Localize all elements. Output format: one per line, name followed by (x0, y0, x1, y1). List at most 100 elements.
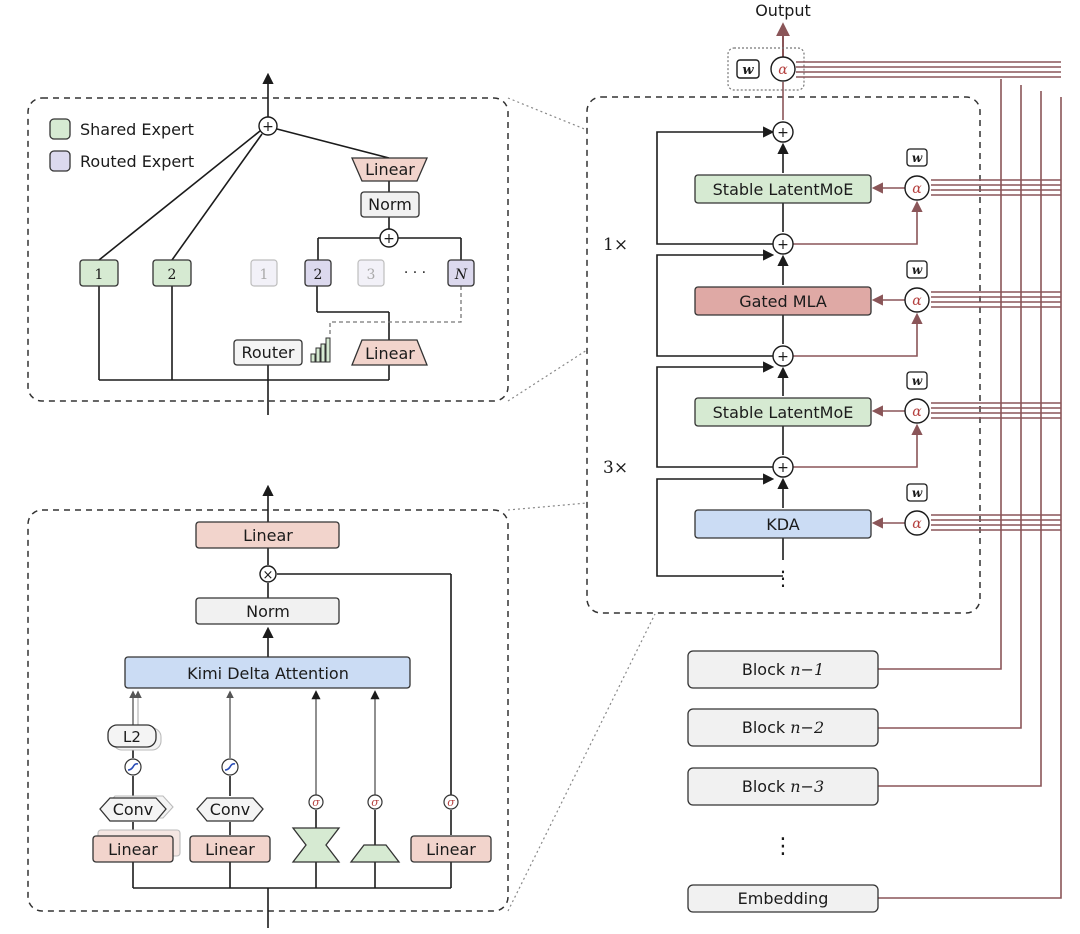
zoom-line (507, 613, 656, 912)
block-n-minus-3 (687, 767, 879, 806)
routed-expert-3-label: 3 (367, 267, 376, 283)
final-w-box (736, 59, 760, 79)
block-n-minus-1-label: Block n−1 (742, 660, 824, 679)
sigma-node (443, 794, 459, 810)
zoom-line (507, 97, 588, 131)
moe-linear-bottom-label: Linear (365, 344, 415, 363)
gated-mla-block (694, 286, 872, 316)
repeat-3x: 3× (603, 458, 628, 478)
shared-expert-2 (152, 259, 192, 287)
residual-add-1 (772, 121, 794, 143)
kda-linear-3 (410, 835, 492, 863)
alpha-node-4 (904, 510, 930, 536)
w-box-1-label: w (912, 151, 923, 165)
kda-block (694, 509, 872, 539)
routed-sum-node (379, 228, 399, 248)
residual-add-3-label: + (777, 349, 789, 365)
router-box (233, 339, 303, 366)
shared-expert-1-label: 1 (95, 267, 104, 283)
l2-label: L2 (123, 728, 141, 746)
sigma-node (308, 794, 324, 810)
embedding-block (687, 884, 879, 913)
conv-1-label: Conv (113, 800, 154, 819)
moe-sum-label: + (262, 119, 274, 135)
legend-shared-swatch (49, 118, 71, 140)
moe-linear-top (351, 157, 428, 182)
moe-wires (98, 72, 462, 415)
history-continuation-dots: ⋮ (772, 834, 794, 859)
stable-latentmoe-block-2 (694, 397, 872, 427)
routed-expert-2 (304, 259, 332, 287)
repeat-1x: 1× (603, 235, 628, 255)
conv-1 (99, 797, 167, 822)
moe-sum-node (258, 116, 278, 136)
legend-routed-label: Routed Expert (80, 152, 194, 171)
routed-expert-n-label: N (454, 267, 468, 283)
routed-sum-label: + (383, 231, 395, 247)
legend-shared-label: Shared Expert (80, 120, 194, 139)
residual-add-2 (772, 233, 794, 255)
residual-add-1-label: + (777, 125, 789, 141)
sigma-label: σ (447, 796, 455, 809)
kda-linear-2-label: Linear (205, 840, 255, 859)
output-label: Output (755, 1, 811, 20)
alpha-node-2-label: α (912, 293, 922, 309)
routed-expert-1 (250, 259, 278, 287)
routed-expert-1-label: 1 (260, 267, 269, 283)
final-w-label: w (742, 63, 754, 78)
routed-expert-3 (357, 259, 385, 287)
gated-mla-block-label: Gated MLA (739, 292, 827, 311)
w-box-3-label: w (912, 374, 923, 388)
router-dashed-wire (329, 286, 462, 334)
alpha-node-1 (904, 175, 930, 201)
router-scores-icon (310, 337, 331, 363)
low-rank-projection (291, 827, 341, 863)
kda-linear-1-label: Linear (108, 840, 158, 859)
stable-latentmoe-block-2-label: Stable LatentMoE (713, 403, 854, 422)
sigma-label: σ (312, 796, 320, 809)
w-box-2 (906, 260, 928, 279)
zoom-line (507, 349, 588, 402)
kda-norm-label: Norm (246, 602, 290, 621)
sigma-label: σ (371, 796, 379, 809)
kda-linear-2 (189, 835, 271, 863)
shared-expert-1 (79, 259, 119, 287)
final-alpha-node (770, 56, 796, 82)
shared-expert-2-label: 2 (168, 267, 177, 283)
conv-2-label: Conv (210, 800, 251, 819)
stable-latentmoe-block-1-label: Stable LatentMoE (713, 180, 854, 199)
zoom-line (507, 502, 588, 511)
kda-linear-3-label: Linear (426, 840, 476, 859)
kda-linear-out (195, 521, 340, 549)
conv-2 (196, 797, 264, 822)
layer-stack-box (586, 96, 981, 614)
w-box-4-label: w (912, 486, 923, 500)
w-box-1 (906, 148, 928, 167)
w-box-4 (906, 483, 928, 502)
residual-add-2-label: + (777, 237, 789, 253)
kda-block-label: KDA (766, 515, 800, 534)
residual-add-3 (772, 345, 794, 367)
final-aggregation-box (727, 47, 805, 91)
embedding-label: Embedding (738, 889, 829, 908)
alpha-node-4-label: α (912, 516, 922, 532)
routed-expert-n (447, 259, 475, 287)
block-n-minus-2-label: Block n−2 (742, 718, 824, 737)
moe-norm (360, 191, 420, 218)
block-n-minus-3-label: Block n−3 (742, 777, 824, 796)
alpha-node-3-label: α (912, 404, 922, 420)
w-box-3 (906, 371, 928, 390)
history-wires (782, 61, 1062, 899)
stack-continuation-dots: ⋮ (773, 566, 793, 590)
kda-input-arrows (129, 690, 380, 795)
kda-norm (195, 597, 340, 625)
moe-linear-top-label: Linear (365, 160, 415, 179)
projection-trapezoid (349, 844, 401, 863)
kda-wires (132, 484, 452, 928)
router-label: Router (241, 343, 294, 362)
routed-ellipsis: · · · (404, 265, 426, 281)
moe-linear-bottom (351, 339, 428, 366)
routed-expert-2-label: 2 (314, 267, 323, 283)
moe-norm-label: Norm (368, 195, 412, 214)
